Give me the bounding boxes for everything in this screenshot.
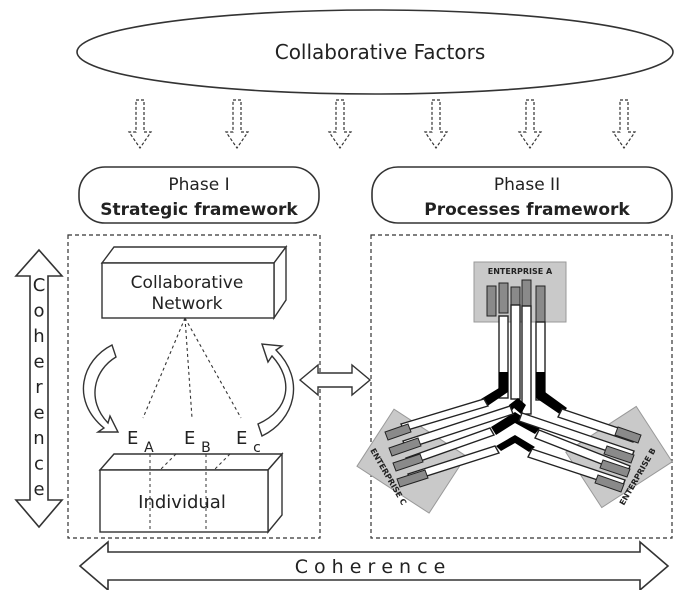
factor-arrow (327, 99, 353, 150)
coherence-letter: r (35, 377, 43, 398)
enterprise-a-modules (486, 279, 546, 323)
factor-arrow (127, 99, 153, 150)
factor-arrows (127, 99, 637, 150)
phase-2-subtitle: Processes framework (424, 200, 630, 220)
vertical-coherence-arrow (14, 248, 64, 529)
individual-label: Individual (138, 492, 226, 513)
phase-1-frame (67, 234, 321, 539)
factor-arrow (611, 99, 637, 150)
enterprise-c-modules (384, 423, 429, 488)
entity-label: E A (127, 428, 154, 456)
coherence-letter: C (33, 275, 46, 296)
collaborative-network-box: Collaborative Network (100, 244, 288, 321)
enterprise-b-modules (594, 426, 642, 493)
individual-box: Individual (98, 452, 284, 534)
coherence-letter: c (34, 454, 44, 475)
phase-1-title: Phase I (168, 175, 229, 195)
coherence-letter: e (33, 352, 44, 373)
entity-label: E B (184, 428, 211, 456)
network-label-line2: Network (152, 294, 223, 314)
phase-link-arrow (298, 363, 372, 397)
right-curved-arrow (257, 343, 295, 437)
factor-arrow (517, 99, 543, 150)
enterprise-network: ENTERPRISE A ENTERPRISE B ENTERPRISE C (356, 261, 673, 514)
entity-label: E c (236, 428, 261, 456)
network-links (142, 317, 242, 419)
factor-arrow (224, 99, 250, 150)
connector-joints (481, 372, 567, 452)
coherence-letter: e (33, 403, 44, 424)
enterprise-a-label: ENTERPRISE A (488, 267, 553, 276)
phase-2-header: Phase II Processes framework (371, 166, 673, 224)
coherence-letter: h (33, 326, 44, 347)
phase-1-header: Phase I Strategic framework (78, 166, 320, 224)
phase-1-subtitle: Strategic framework (100, 200, 298, 220)
horizontal-coherence-label: C o h e r e n c e (295, 556, 446, 578)
collaborative-factors-label: Collaborative Factors (275, 40, 486, 64)
enterprise-c-arms (400, 398, 514, 482)
collaborative-factors-ellipse: Collaborative Factors (76, 9, 674, 95)
coherence-letter: e (33, 479, 44, 500)
horizontal-coherence-arrow: C o h e r e n c e (78, 540, 670, 590)
network-label-line1: Collaborative (131, 273, 244, 293)
phase-2-frame (370, 234, 673, 539)
phase-2-title: Phase II (494, 175, 560, 195)
coherence-letter: n (33, 428, 44, 449)
factor-arrow (423, 99, 449, 150)
left-curved-arrow (82, 344, 120, 433)
coherence-letter: o (33, 301, 44, 322)
